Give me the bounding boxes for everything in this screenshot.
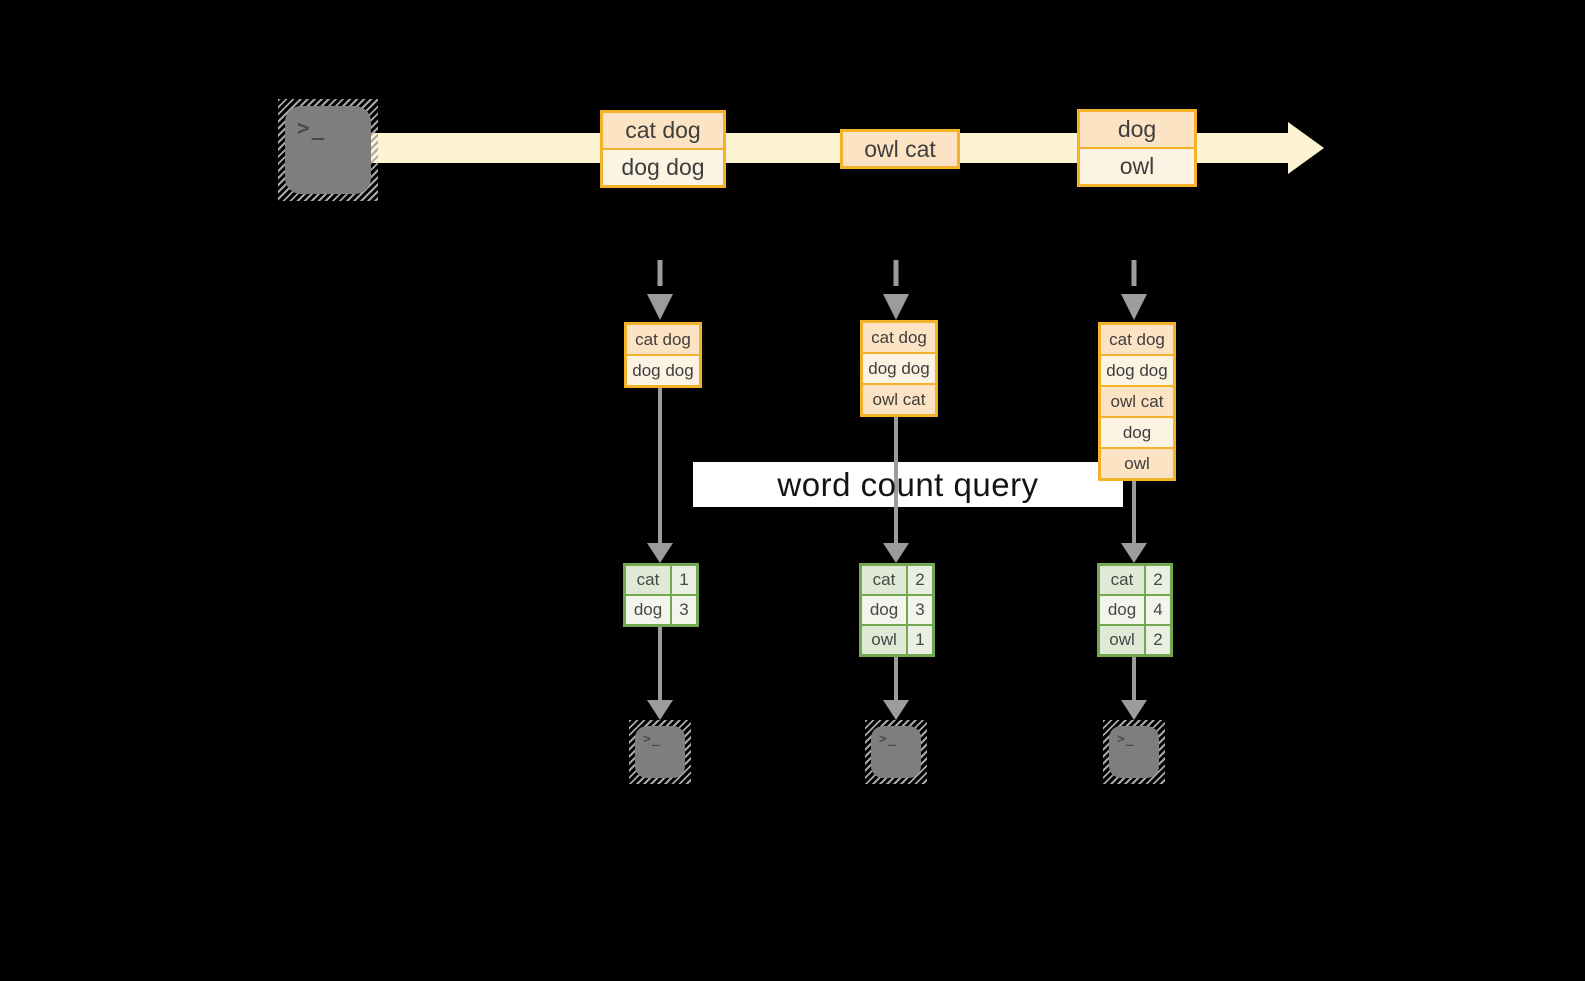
- sink-terminal-icon: >_: [1103, 720, 1165, 784]
- word-cell: owl: [862, 626, 906, 654]
- word-cell: cat: [626, 566, 670, 594]
- stream-record-box-2: owl cat: [840, 129, 960, 169]
- dashed-down-arrow: [647, 260, 673, 320]
- word-cell: owl: [1100, 626, 1144, 654]
- buffer-cell: dog dog: [627, 356, 699, 385]
- buffer-cell: cat dog: [627, 325, 699, 354]
- stream-record: cat dog: [603, 113, 723, 148]
- terminal-prompt-glyph: >_: [1117, 732, 1135, 747]
- terminal-screen: >_: [285, 106, 371, 194]
- query-label-background: [693, 462, 1123, 507]
- arrowhead-icon: [647, 543, 673, 563]
- count-table-3: cat 2 dog 4 owl 2: [1097, 563, 1173, 657]
- word-cell: dog: [1100, 596, 1144, 624]
- buffer-cell: dog dog: [863, 354, 935, 383]
- arrowhead-icon: [1121, 543, 1147, 563]
- dashed-down-arrow: [1121, 260, 1147, 320]
- buffer-list-2: cat dog dog dog owl cat: [860, 320, 938, 417]
- connector-line: [894, 657, 898, 700]
- stream-record-box-3: dog owl: [1077, 109, 1197, 187]
- connector-line: [1132, 481, 1136, 543]
- stream-record: owl cat: [843, 132, 957, 166]
- terminal-prompt-glyph: >_: [879, 732, 897, 747]
- buffer-cell: dog: [1101, 418, 1173, 447]
- terminal-screen: >_: [1109, 726, 1159, 778]
- buffer-cell: owl cat: [863, 385, 935, 414]
- connector-line: [658, 388, 662, 543]
- terminal-prompt-glyph: >_: [643, 732, 661, 747]
- count-cell: 1: [908, 626, 932, 654]
- count-cell: 2: [908, 566, 932, 594]
- sink-terminal-icon: >_: [865, 720, 927, 784]
- count-table-1: cat 1 dog 3: [623, 563, 699, 627]
- buffer-cell: cat dog: [863, 323, 935, 352]
- buffer-cell: cat dog: [1101, 325, 1173, 354]
- word-cell: dog: [862, 596, 906, 624]
- count-table-2: cat 2 dog 3 owl 1: [859, 563, 935, 657]
- connector-line: [658, 627, 662, 700]
- stream-record-box-1: cat dog dog dog: [600, 110, 726, 188]
- word-cell: dog: [626, 596, 670, 624]
- query-label: word count query: [777, 465, 1039, 503]
- arrowhead-icon: [883, 543, 909, 563]
- count-cell: 2: [1146, 566, 1170, 594]
- stream-record: dog dog: [603, 150, 723, 185]
- source-terminal-icon: >_: [278, 99, 378, 201]
- terminal-prompt-glyph: >_: [297, 116, 327, 140]
- buffer-cell: owl: [1101, 449, 1173, 478]
- word-cell: cat: [862, 566, 906, 594]
- buffer-list-3: cat dog dog dog owl cat dog owl: [1098, 322, 1176, 481]
- buffer-list-1: cat dog dog dog: [624, 322, 702, 388]
- terminal-screen: >_: [635, 726, 685, 778]
- count-cell: 1: [672, 566, 696, 594]
- stream-arrowhead-icon: [1288, 122, 1324, 174]
- dashed-down-arrow: [883, 260, 909, 320]
- connector-line: [894, 417, 898, 543]
- buffer-cell: owl cat: [1101, 387, 1173, 416]
- arrowhead-icon: [647, 700, 673, 720]
- buffer-cell: dog dog: [1101, 356, 1173, 385]
- sink-terminal-icon: >_: [629, 720, 691, 784]
- stream-record: dog: [1080, 112, 1194, 147]
- stream-record: owl: [1080, 149, 1194, 184]
- connector-line: [1132, 657, 1136, 700]
- count-cell: 3: [908, 596, 932, 624]
- count-cell: 2: [1146, 626, 1170, 654]
- terminal-screen: >_: [871, 726, 921, 778]
- count-cell: 4: [1146, 596, 1170, 624]
- count-cell: 3: [672, 596, 696, 624]
- arrowhead-icon: [883, 700, 909, 720]
- arrowhead-icon: [1121, 700, 1147, 720]
- word-cell: cat: [1100, 566, 1144, 594]
